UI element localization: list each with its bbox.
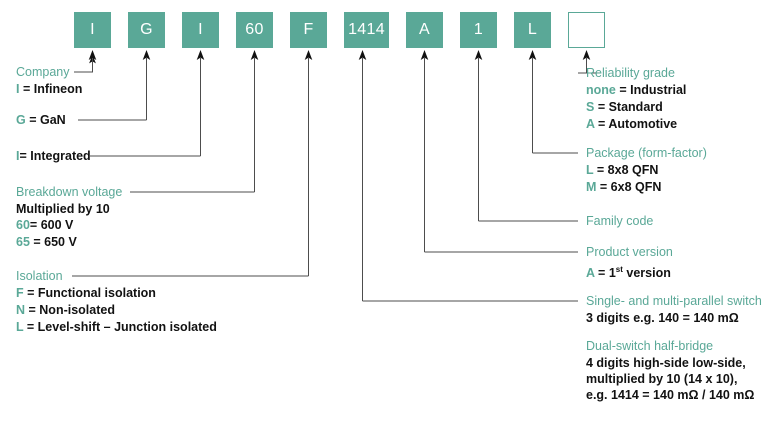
code-text: 600 V: [40, 218, 74, 232]
label-dual-switch-half-bridge: Dual-switch half-bridge 4 digits high-si…: [586, 338, 754, 403]
label-technology: G = GaN: [16, 112, 66, 129]
code-box-rdson[interactable]: 1414: [344, 12, 389, 48]
label-product-version-title: Product version: [586, 245, 673, 259]
code-text: Non-isolated: [39, 303, 115, 317]
label-breakdown-voltage-title: Breakdown voltage: [16, 185, 123, 199]
code-text: 1st version: [608, 265, 671, 281]
label-breakdown-voltage-line-0: Multiplied by 10: [16, 202, 110, 216]
code-letter: L: [586, 163, 594, 177]
code-box-reliability[interactable]: [568, 12, 605, 48]
code-text: Integrated: [30, 149, 91, 163]
label-isolation-line-2: L = Level-shift – Junction isolated: [16, 319, 217, 336]
code-letter: S: [586, 100, 595, 114]
code-sep: =: [23, 320, 38, 334]
code-box-breakdown[interactable]: 60: [236, 12, 273, 48]
label-package-title: Package (form-factor): [586, 146, 707, 160]
label-isolation: Isolation F = Functional isolation N = N…: [16, 268, 217, 336]
code-letter: I: [16, 82, 20, 96]
code-sep: =: [29, 235, 45, 249]
label-reliability-grade-line-2: A = Automotive: [586, 116, 686, 133]
code-text: Industrial: [630, 83, 687, 97]
label-reliability-grade-line-1: S = Standard: [586, 99, 686, 116]
code-sep: =: [596, 180, 611, 194]
ordinal-suffix: st: [615, 265, 623, 274]
code-sep: =: [25, 113, 40, 127]
code-box-technology[interactable]: G: [128, 12, 165, 48]
label-breakdown-voltage-line-2: 65 = 650 V: [16, 234, 122, 251]
label-technology-line-0: G = GaN: [16, 112, 66, 129]
code-box-family-code[interactable]: 1: [460, 12, 497, 48]
code-sep: =: [593, 163, 608, 177]
code-letter: 65: [16, 235, 30, 249]
code-letter: G: [16, 113, 26, 127]
label-single-multi-parallel-switch: Single- and multi-parallel switch 3 digi…: [586, 293, 762, 326]
code-letter: I: [16, 149, 20, 163]
label-company: Company I = Infineon: [16, 64, 82, 98]
label-company-title: Company: [16, 65, 70, 79]
code-sep: =: [19, 149, 31, 163]
code-sep: =: [594, 266, 609, 281]
label-package-line-0: L = 8x8 QFN: [586, 162, 707, 179]
code-text: GaN: [39, 113, 66, 127]
code-letter: 60: [16, 218, 30, 232]
code-sep: =: [25, 303, 40, 317]
label-company-line-0: I = Infineon: [16, 81, 82, 98]
label-product-version: Product version A = 1st version: [586, 244, 673, 282]
code-letter: N: [16, 303, 26, 317]
label-family-code-title: Family code: [586, 214, 654, 228]
label-reliability-grade-title: Reliability grade: [586, 66, 675, 80]
code-text: 650 V: [44, 235, 77, 249]
code-sep: =: [594, 100, 609, 114]
label-isolation-title: Isolation: [16, 269, 63, 283]
label-breakdown-voltage: Breakdown voltage Multiplied by 10 60= 6…: [16, 184, 122, 251]
code-sep: =: [23, 286, 38, 300]
label-integration: I= Integrated: [16, 148, 91, 165]
code-text: Automotive: [608, 117, 678, 131]
code-letter: A: [586, 266, 595, 281]
code-text: 8x8 QFN: [607, 163, 659, 177]
label-isolation-line-1: N = Non-isolated: [16, 302, 217, 319]
label-dual-switch-half-bridge-line-0: 4 digits high-side low-side,: [586, 356, 746, 370]
code-text: Level-shift – Junction isolated: [37, 320, 217, 334]
code-box-integration[interactable]: I: [182, 12, 219, 48]
label-reliability-grade: Reliability grade none = Industrial S = …: [586, 65, 686, 133]
label-family-code: Family code: [586, 213, 653, 230]
label-dual-switch-half-bridge-line-2: e.g. 1414 = 140 mΩ / 140 mΩ: [586, 388, 755, 402]
code-box-company[interactable]: I: [74, 12, 111, 48]
code-letter: A: [586, 117, 595, 131]
label-integration-line-0: I= Integrated: [16, 148, 91, 165]
label-single-multi-parallel-switch-line-0: 3 digits e.g. 140 = 140 mΩ: [586, 311, 739, 325]
code-text: Standard: [608, 100, 663, 114]
label-product-version-line-0: A = 1st version: [586, 261, 673, 282]
code-sep: =: [615, 83, 631, 97]
label-breakdown-voltage-line-1: 60= 600 V: [16, 217, 122, 234]
code-box-product-version[interactable]: A: [406, 12, 443, 48]
label-dual-switch-half-bridge-title: Dual-switch half-bridge: [586, 339, 714, 353]
code-text: 6x8 QFN: [610, 180, 662, 194]
label-reliability-grade-line-0: none = Industrial: [586, 82, 686, 99]
code-letter: none: [586, 83, 616, 97]
code-letter: M: [586, 180, 597, 194]
code-sep: =: [594, 117, 609, 131]
label-isolation-line-0: F = Functional isolation: [16, 285, 217, 302]
code-box-package[interactable]: L: [514, 12, 551, 48]
code-sep: =: [19, 82, 34, 96]
label-package: Package (form-factor) L = 8x8 QFN M = 6x…: [586, 145, 707, 196]
code-text: Functional isolation: [37, 286, 156, 300]
code-letter: L: [16, 320, 24, 334]
label-single-multi-parallel-switch-title: Single- and multi-parallel switch: [586, 294, 762, 308]
code-text: Infineon: [33, 82, 83, 96]
code-box-isolation[interactable]: F: [290, 12, 327, 48]
label-dual-switch-half-bridge-line-1: multiplied by 10 (14 x 10),: [586, 372, 738, 386]
label-package-line-1: M = 6x8 QFN: [586, 179, 707, 196]
code-sep: =: [29, 218, 41, 232]
code-letter: F: [16, 286, 24, 300]
